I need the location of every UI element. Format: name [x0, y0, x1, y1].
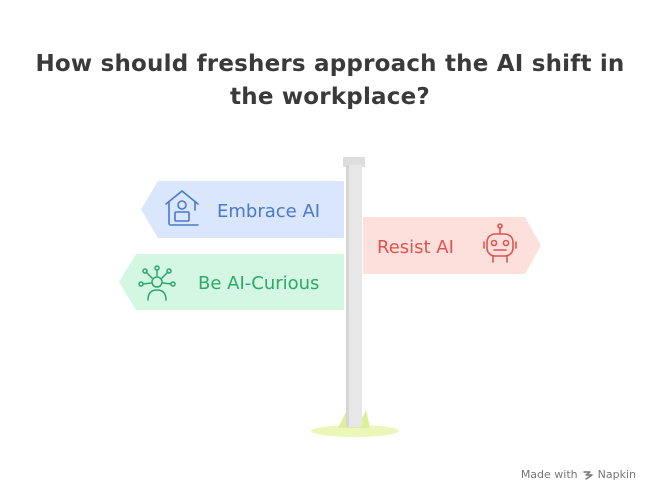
napkin-watermark[interactable]: Made with Napkin: [521, 468, 636, 481]
robot-face-icon: [483, 223, 517, 263]
sign-embrace-ai: [141, 181, 344, 238]
title-line-1: How should freshers approach the AI shif…: [35, 51, 625, 77]
napkin-logo-icon: [582, 470, 593, 480]
watermark-prefix: Made with: [520, 468, 578, 481]
sign-embrace-label: Embrace AI: [217, 201, 321, 222]
sign-resist-board: [363, 217, 541, 274]
home-office-laptop-icon: [165, 190, 199, 226]
sign-resist-ai: [363, 217, 541, 274]
watermark-brand: Napkin: [597, 468, 636, 481]
sign-curious-label: Be AI-Curious: [198, 273, 320, 294]
title-line-2: the workplace?: [230, 84, 430, 110]
person-network-icon: [138, 265, 176, 301]
sign-embrace-board: [141, 181, 344, 238]
diagram-title: How should freshers approach the AI shif…: [0, 48, 660, 114]
sign-resist-label: Resist AI: [377, 237, 454, 258]
signpost-pole: [343, 157, 365, 427]
sign-curious-board: [119, 254, 344, 310]
sign-be-ai-curious: [119, 254, 344, 310]
